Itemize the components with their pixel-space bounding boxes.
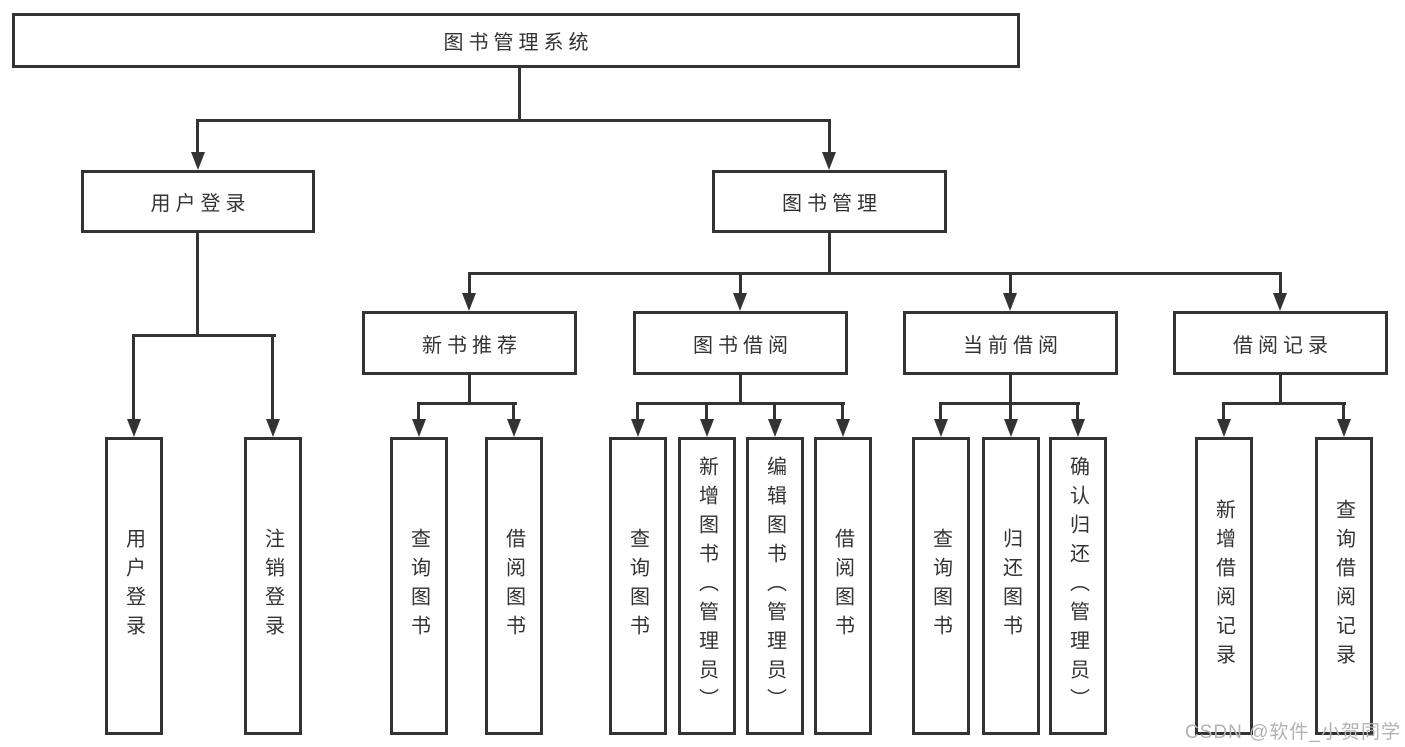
leaf-return-book: 归还图书 <box>982 437 1040 735</box>
arrowhead-down-icon <box>1004 419 1018 437</box>
arrowhead-down-icon <box>700 419 714 437</box>
arrowhead-down-icon <box>768 419 782 437</box>
arrowhead-down-icon <box>934 419 948 437</box>
leaf-query-borrow-record: 查询借阅记录 <box>1315 437 1373 735</box>
connector-line <box>739 375 742 404</box>
connector-line <box>518 68 521 121</box>
connector-line <box>512 402 515 421</box>
leaf-query-books-borrow: 查询图书 <box>609 437 667 735</box>
leaf-user-login: 用户登录 <box>105 437 163 735</box>
connector-line <box>828 233 831 274</box>
connector-line <box>1222 402 1225 421</box>
connector-line <box>939 402 942 421</box>
leaf-edit-book-admin: 编辑图书（管理员） <box>746 437 804 735</box>
leaf-borrow-books: 借阅图书 <box>814 437 872 735</box>
leaf-logout: 注销登录 <box>244 437 302 735</box>
connector-line <box>773 402 776 421</box>
connector-line <box>196 119 199 155</box>
arrowhead-down-icon <box>127 419 141 437</box>
node-current-borrow: 当前借阅 <box>903 311 1118 375</box>
node-book-management: 图书管理 <box>712 170 947 233</box>
arrowhead-down-icon <box>507 419 521 437</box>
leaf-add-borrow-record: 新增借阅记录 <box>1195 437 1253 735</box>
node-root-system: 图书管理系统 <box>12 13 1020 68</box>
arrowhead-down-icon <box>412 419 426 437</box>
connector-line <box>1342 402 1345 421</box>
connector-line <box>1279 375 1282 404</box>
connector-line <box>1222 402 1346 405</box>
arrowhead-down-icon <box>836 419 850 437</box>
connector-line <box>1009 375 1012 404</box>
arrowhead-down-icon <box>1217 419 1231 437</box>
arrowhead-down-icon <box>1071 419 1085 437</box>
connector-line <box>468 272 1282 275</box>
connector-line <box>468 272 471 295</box>
connector-line <box>636 402 845 405</box>
connector-line <box>132 334 135 422</box>
connector-line <box>1076 402 1079 421</box>
leaf-query-books-recommend: 查询图书 <box>390 437 448 735</box>
connector-line <box>739 272 742 295</box>
arrowhead-down-icon <box>266 419 280 437</box>
leaf-add-book-admin: 新增图书（管理员） <box>678 437 736 735</box>
node-user-login: 用户登录 <box>81 170 315 233</box>
leaf-confirm-return-admin: 确认归还（管理员） <box>1049 437 1107 735</box>
connector-line <box>1009 402 1012 421</box>
connector-line <box>636 402 639 421</box>
node-new-book-recommend: 新书推荐 <box>362 311 577 375</box>
connector-line <box>705 402 708 421</box>
arrowhead-down-icon <box>462 293 476 311</box>
arrowhead-down-icon <box>1003 293 1017 311</box>
connector-line <box>1279 272 1282 295</box>
node-book-borrow: 图书借阅 <box>633 311 848 375</box>
arrowhead-down-icon <box>822 152 836 170</box>
connector-line <box>196 119 831 122</box>
leaf-query-books-current: 查询图书 <box>912 437 970 735</box>
connector-line <box>417 402 517 405</box>
arrowhead-down-icon <box>733 293 747 311</box>
connector-line <box>196 233 199 336</box>
connector-line <box>132 334 276 337</box>
arrowhead-down-icon <box>1337 419 1351 437</box>
connector-line <box>417 402 420 421</box>
arrowhead-down-icon <box>1273 293 1287 311</box>
node-borrow-records: 借阅记录 <box>1173 311 1388 375</box>
connector-line <box>271 334 274 422</box>
connector-line <box>468 375 471 404</box>
connector-line <box>841 402 844 421</box>
watermark: CSDN @软件_小贺同学 <box>1185 722 1401 743</box>
connector-line <box>828 119 831 155</box>
connector-line <box>1009 272 1012 295</box>
arrowhead-down-icon <box>631 419 645 437</box>
arrowhead-down-icon <box>191 152 205 170</box>
leaf-borrow-books-recommend: 借阅图书 <box>485 437 543 735</box>
